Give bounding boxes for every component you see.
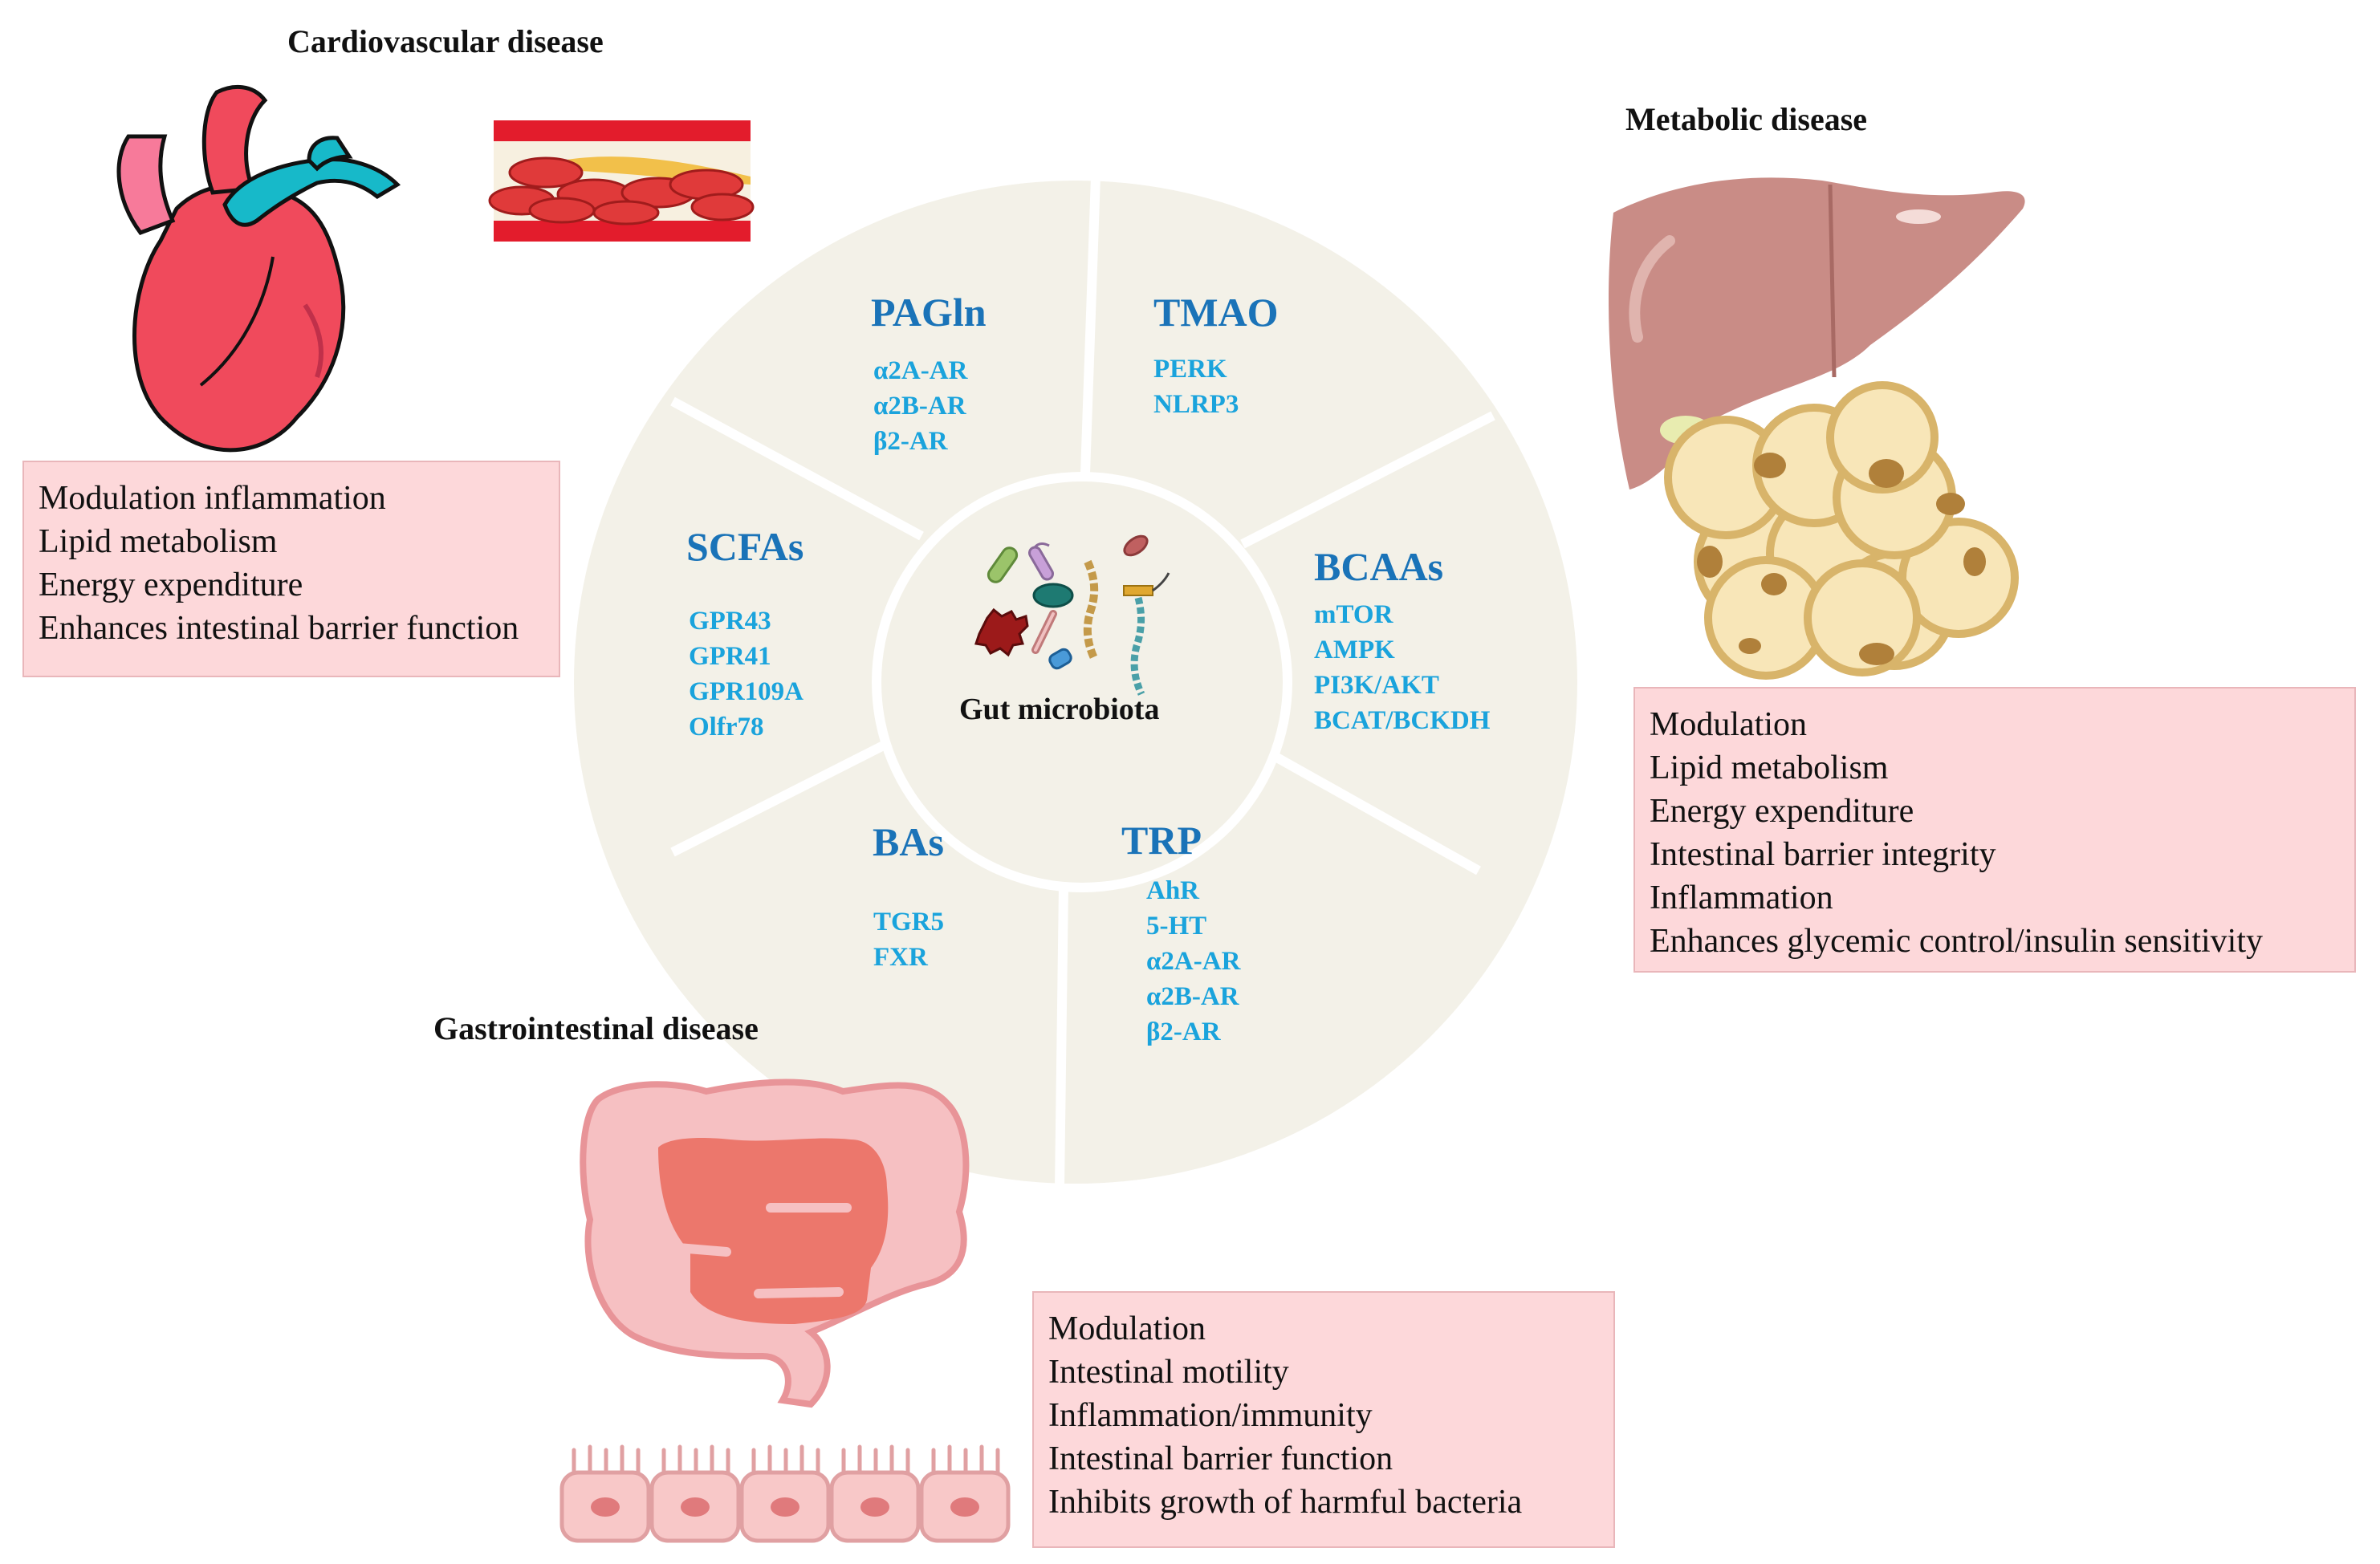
gastrointestinal-title: Gastrointestinal disease: [433, 1010, 759, 1046]
effect-line: Enhances intestinal barrier function: [39, 610, 519, 647]
segment-list-scfas: GPR43 GPR41 GPR109A Olfr78: [689, 603, 804, 745]
effect-line: Enhances glycemic control/insulin sensit…: [1650, 923, 2264, 960]
segment-item: GPR109A: [689, 677, 804, 706]
segment-item: α2A-AR: [1146, 947, 1241, 976]
effect-line: Lipid metabolism: [39, 523, 278, 560]
segment-item: PERK: [1153, 355, 1227, 384]
blood-vessel-icon: [488, 120, 755, 242]
segment-item: GPR41: [689, 642, 771, 671]
segment-list-bcaas: mTOR AMPK PI3K/AKT BCAT/BCKDH: [1314, 597, 1490, 738]
segment-item: α2B-AR: [1146, 982, 1239, 1011]
cardiovascular-effects-box: Modulation inflammation Lipid metabolism…: [22, 461, 560, 677]
segment-item: β2-AR: [873, 427, 948, 456]
segment-title-tmao: TMAO: [1153, 290, 1279, 335]
effect-line: Inhibits growth of harmful bacteria: [1048, 1484, 1523, 1521]
segment-item: TGR5: [873, 908, 945, 936]
metabolic-effects-box: Modulation Lipid metabolism Energy expen…: [1633, 687, 2356, 973]
metabolite-wheel: [574, 176, 1577, 1188]
heart-icon: [116, 84, 401, 453]
segment-item: PI3K/AKT: [1314, 671, 1439, 700]
effect-line: Lipid metabolism: [1650, 750, 1889, 786]
segment-item: Olfr78: [689, 713, 764, 741]
segment-item: GPR43: [689, 607, 771, 636]
segment-title-scfas: SCFAs: [686, 524, 804, 569]
effect-line: Inflammation: [1650, 879, 1833, 916]
center-label: Gut microbiota: [959, 693, 1160, 726]
segment-item: FXR: [873, 943, 928, 972]
segment-list-pagln: α2A-AR α2B-AR β2-AR: [873, 353, 967, 459]
segment-item: BCAT/BCKDH: [1314, 706, 1491, 735]
segment-item: mTOR: [1314, 600, 1393, 629]
intestine-icon: [580, 1079, 970, 1408]
segment-item: NLRP3: [1153, 390, 1239, 419]
segment-title-bas: BAs: [873, 819, 944, 864]
effect-line: Intestinal barrier integrity: [1650, 836, 1996, 873]
epithelial-cells-icon: [559, 1444, 1011, 1543]
effect-line: Inflammation/immunity: [1048, 1397, 1373, 1434]
segment-item: β2-AR: [1146, 1018, 1221, 1046]
bacteria-icon: [974, 534, 1170, 696]
segment-title-pagln: PAGln: [871, 290, 987, 335]
effect-line: Modulation: [1048, 1310, 1206, 1347]
segment-title-bcaas: BCAAs: [1314, 544, 1444, 589]
gastrointestinal-effects-box: Modulation Intestinal motility Inflammat…: [1032, 1291, 1615, 1548]
segment-item: α2B-AR: [873, 392, 966, 420]
cardiovascular-title: Cardiovascular disease: [287, 23, 604, 59]
effect-line: Energy expenditure: [39, 567, 303, 603]
fat-cells-icon: [1664, 381, 2019, 680]
segment-item: AhR: [1146, 876, 1200, 905]
segment-item: 5-HT: [1146, 912, 1207, 940]
segment-list-trp: AhR 5-HT α2A-AR α2B-AR β2-AR: [1146, 873, 1240, 1050]
segment-title-trp: TRP: [1121, 818, 1202, 863]
segment-item: α2A-AR: [873, 356, 968, 385]
segment-item: AMPK: [1314, 636, 1395, 664]
effect-line: Intestinal motility: [1048, 1354, 1289, 1391]
segment-list-tmao: PERK NLRP3: [1153, 351, 1239, 422]
effect-line: Modulation: [1650, 706, 1807, 743]
effect-line: Intestinal barrier function: [1048, 1440, 1393, 1477]
effect-line: Modulation inflammation: [39, 480, 386, 517]
metabolic-title: Metabolic disease: [1625, 101, 1868, 137]
segment-list-bas: TGR5 FXR: [873, 904, 944, 975]
effect-line: Energy expenditure: [1650, 793, 1914, 830]
